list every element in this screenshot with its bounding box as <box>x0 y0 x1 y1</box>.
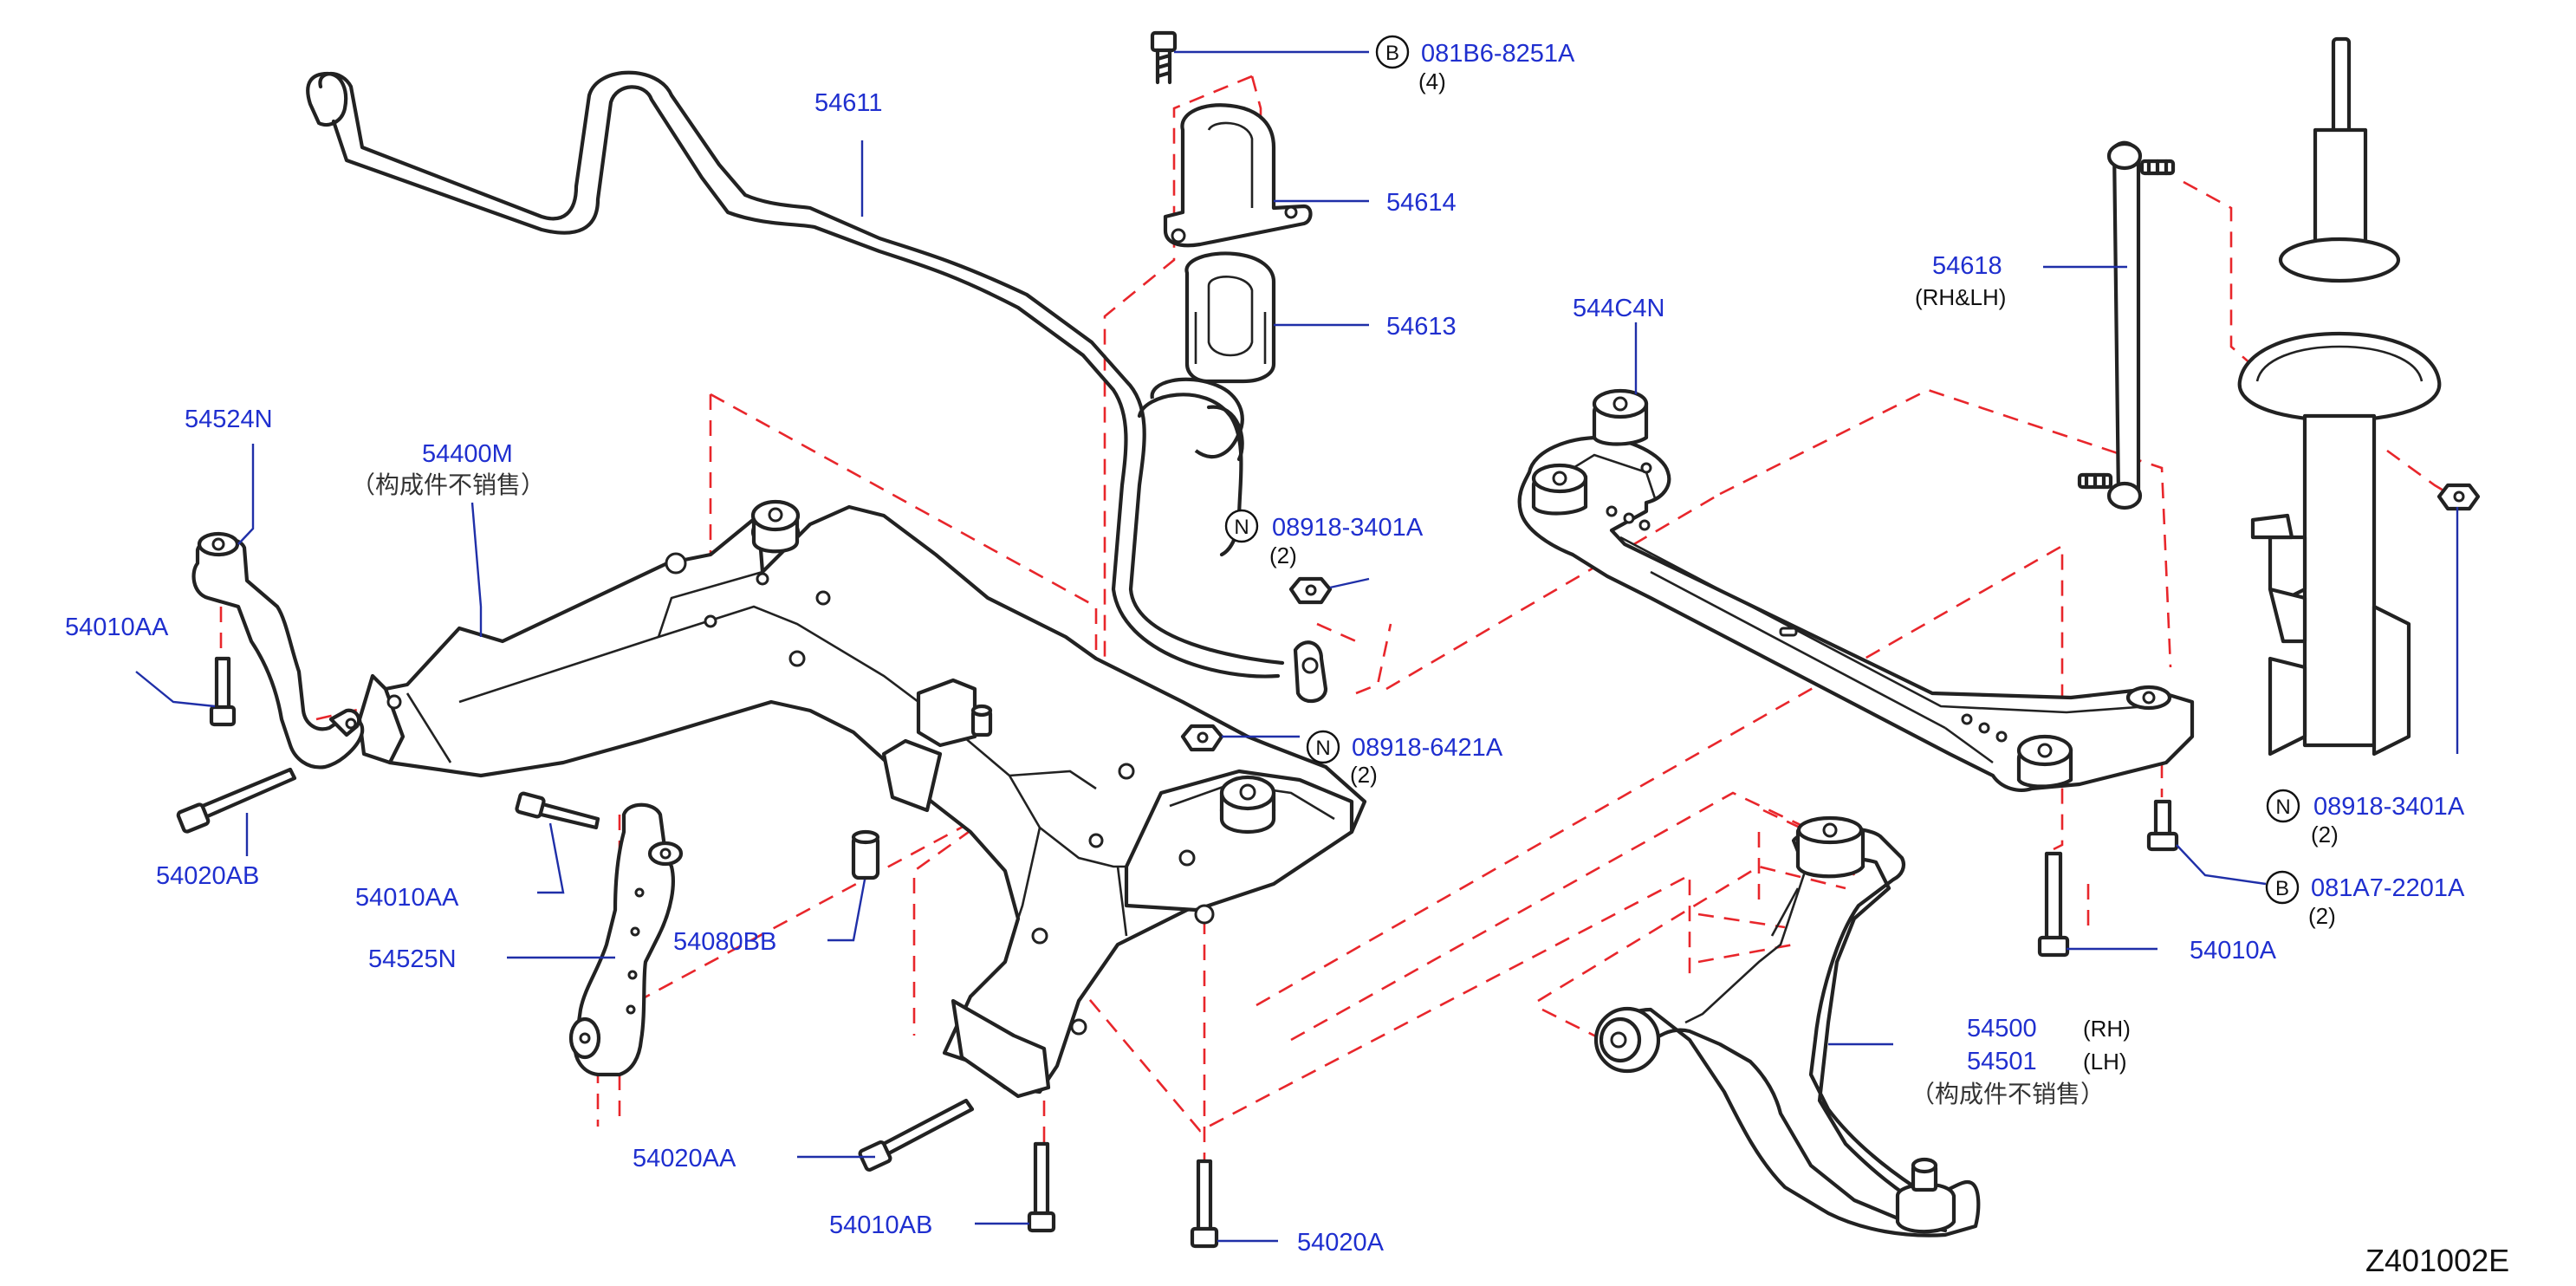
qty-08918-3401A-b: (2) <box>2311 822 2339 848</box>
label-54611: 54611 <box>814 89 883 117</box>
strut-assembly <box>2237 36 2442 757</box>
badge-text-081A7: B <box>2275 877 2289 900</box>
badge-n-08918-3401A-b <box>2266 789 2300 823</box>
note-5450x: （构成件不销售） <box>1911 1080 2105 1108</box>
badge-n-08918-6421A <box>1306 730 1340 764</box>
badge-b-081A7 <box>2265 870 2300 905</box>
label-54020AA: 54020AA <box>633 1145 736 1172</box>
label-54010AB: 54010AB <box>829 1211 932 1239</box>
side-54500: (RH) <box>2083 1016 2131 1042</box>
front-subframe <box>357 499 1367 1099</box>
label-54524N: 54524N <box>185 406 273 433</box>
badge-text-08918-3401A-b: N <box>2275 796 2290 819</box>
leader-lines <box>135 50 2459 1243</box>
label-54613: 54613 <box>1386 313 1457 341</box>
label-54614: 54614 <box>1386 189 1457 217</box>
stabilizer-mount-parts <box>1150 30 1313 384</box>
label-54020AB: 54020AB <box>156 862 259 890</box>
badge-text-08918-3401A-a: N <box>1234 516 1249 539</box>
stabilizer-link-54618 <box>2077 140 2176 510</box>
qty-081B6-8251A: (4) <box>1418 68 1446 94</box>
label-54400M: 54400M <box>422 440 513 468</box>
diagram-code: Z401002E <box>2365 1243 2509 1278</box>
label-54020A: 54020A <box>1297 1229 1385 1257</box>
left-links <box>191 531 684 1077</box>
badge-text-08918-6421A: N <box>1315 737 1330 760</box>
label-08918-6421A: 08918-6421A <box>1352 734 1503 762</box>
label-54500: 54500 <box>1967 1015 2037 1042</box>
label-54010AA-left: 54010AA <box>65 614 169 641</box>
label-54010AA-mid: 54010AA <box>355 884 459 912</box>
label-544C4N: 544C4N <box>1573 295 1664 322</box>
label-081A7-2201A: 081A7-2201A <box>2311 874 2465 902</box>
qty-08918-3401A-a: (2) <box>1269 542 1297 568</box>
side-54501: (LH) <box>2083 1049 2127 1075</box>
qty-081A7-2201A: (2) <box>2308 903 2336 929</box>
bolts <box>176 483 2481 1249</box>
label-54618: 54618 <box>1932 252 2002 280</box>
note-54400M: （构成件不销售） <box>351 471 545 499</box>
side-54618: (RH&LH) <box>1915 284 2006 310</box>
rear-brace-544C4N <box>1517 388 2195 792</box>
label-54080BB: 54080BB <box>673 928 776 956</box>
qty-08918-6421A: (2) <box>1350 762 1378 788</box>
badge-text-081B6: B <box>1385 42 1399 65</box>
label-08918-3401A-a: 08918-3401A <box>1272 514 1424 542</box>
callout-labels: 54611 B 081B6-8251A (4) 54614 54613 5461… <box>65 35 2509 1278</box>
label-081B6-8251A: 081B6-8251A <box>1421 40 1575 68</box>
badge-b-081B6 <box>1375 35 1410 69</box>
label-54525N: 54525N <box>368 945 457 973</box>
lower-arm-54500 <box>1593 815 1981 1237</box>
label-54010A: 54010A <box>2190 937 2277 964</box>
label-08918-3401A-b: 08918-3401A <box>2313 793 2465 821</box>
label-54501: 54501 <box>1967 1048 2037 1075</box>
badge-n-08918-3401A-a <box>1224 509 1259 543</box>
stabilizer-bar <box>306 70 1328 704</box>
